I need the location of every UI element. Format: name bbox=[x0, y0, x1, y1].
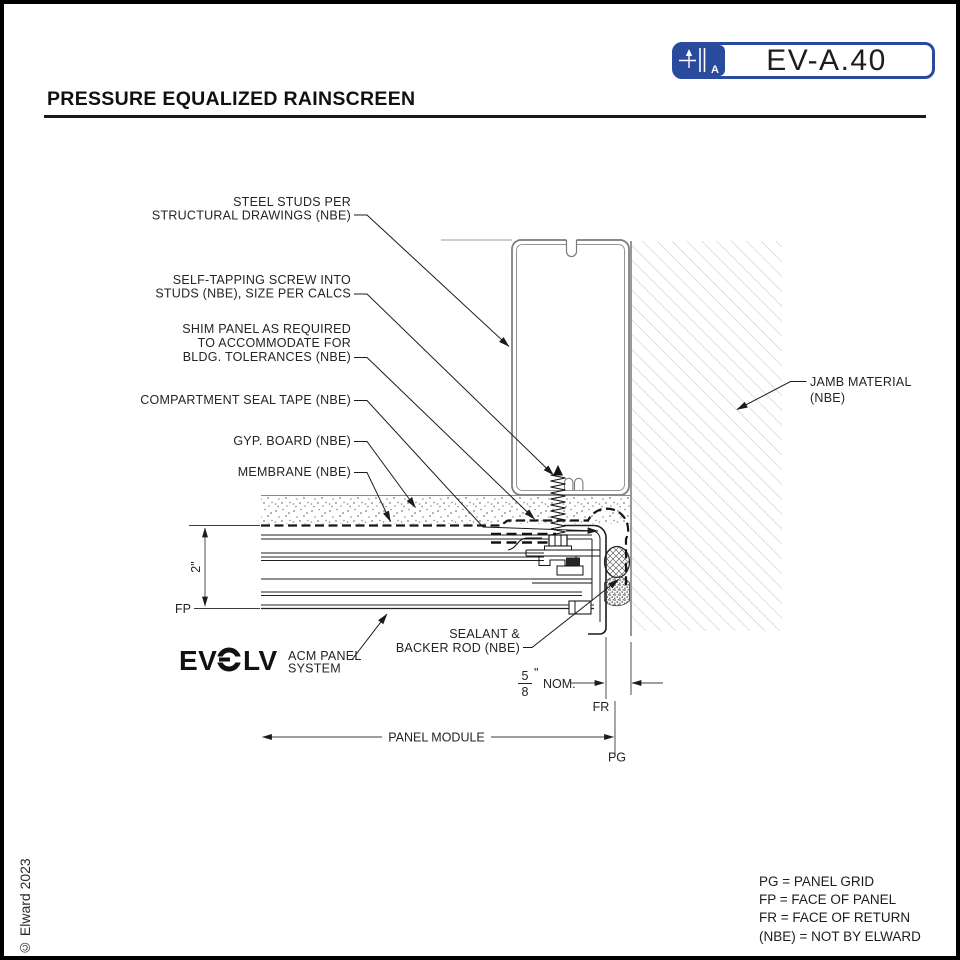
copyright: © Elward 2023 bbox=[17, 858, 33, 956]
svg-text:(NBE): (NBE) bbox=[810, 391, 845, 405]
shim-label: SHIM PANEL AS REQUIRED bbox=[182, 322, 351, 336]
leader-lines bbox=[352, 214, 807, 660]
dimension-labels: 2" FP FR PG PANEL MODULE 5 8 " NOM. bbox=[175, 561, 626, 764]
sealant-leader bbox=[523, 579, 619, 648]
stud-return-lips bbox=[563, 477, 584, 491]
page-title: PRESSURE EQUALIZED RAINSCREEN bbox=[47, 88, 416, 110]
rainscreen-jamb-detail: STEEL STUDS PER STRUCTURAL DRAWINGS (NBE… bbox=[140, 195, 911, 765]
attachment-clip bbox=[491, 532, 601, 584]
sheet-number: EV-A.40 bbox=[766, 43, 887, 77]
steel-studs-leader bbox=[354, 214, 510, 347]
gyp-label: GYP. BOARD (NBE) bbox=[233, 434, 351, 448]
seal-tape-leader bbox=[354, 400, 599, 534]
jamb-leader bbox=[736, 381, 807, 410]
gyp-board-band bbox=[261, 495, 631, 524]
svg-text:BLDG. TOLERANCES (NBE): BLDG. TOLERANCES (NBE) bbox=[183, 350, 351, 364]
svg-text:BACKER ROD (NBE): BACKER ROD (NBE) bbox=[396, 641, 520, 655]
legend-item: FP = FACE OF PANEL bbox=[759, 892, 897, 908]
svg-text:SYSTEM: SYSTEM bbox=[288, 662, 341, 676]
acm-leader bbox=[352, 613, 388, 660]
svg-text:TO ACCOMMODATE FOR: TO ACCOMMODATE FOR bbox=[198, 336, 351, 350]
gap-denominator: 8 bbox=[522, 685, 529, 699]
gap-nom-text: NOM. bbox=[543, 677, 576, 691]
jamb-label: JAMB MATERIAL bbox=[810, 375, 912, 389]
screw-label: SELF-TAPPING SCREW INTO bbox=[173, 273, 351, 287]
title-underline bbox=[44, 115, 926, 118]
logo-ev: EV bbox=[179, 645, 217, 676]
acm-label: ACM PANEL bbox=[288, 649, 362, 663]
legend-item: PG = PANEL GRID bbox=[759, 874, 875, 889]
legend-item: (NBE) = NOT BY ELWARD bbox=[759, 928, 921, 944]
legend: PG = PANEL GRID FP = FACE OF PANEL FR = … bbox=[759, 873, 921, 946]
shim-leader bbox=[354, 357, 535, 520]
membrane-dashed-line bbox=[261, 507, 630, 586]
svg-text:STUDS (NBE), SIZE PER CALCS: STUDS (NBE), SIZE PER CALCS bbox=[155, 287, 351, 301]
icon-letter: A bbox=[711, 64, 719, 76]
gap-unit: " bbox=[534, 666, 538, 680]
stud-top-notch bbox=[565, 240, 578, 258]
self-tapping-screw bbox=[544, 465, 572, 551]
callout-labels: STEEL STUDS PER STRUCTURAL DRAWINGS (NBE… bbox=[140, 195, 911, 676]
steel-studs-label: STEEL STUDS PER bbox=[233, 195, 351, 209]
membrane-leader bbox=[354, 472, 391, 522]
sheet-number-badge: A EV-A.40 bbox=[672, 42, 935, 79]
logo-lv: LV bbox=[243, 645, 278, 676]
screw-leader bbox=[354, 293, 554, 476]
jamb-material-hatch bbox=[630, 241, 782, 636]
fp-mark: FP bbox=[175, 602, 191, 616]
svg-text:STRUCTURAL DRAWINGS (NBE): STRUCTURAL DRAWINGS (NBE) bbox=[152, 209, 351, 223]
gap-numerator: 5 bbox=[522, 669, 529, 683]
gyp-leader bbox=[354, 441, 416, 508]
seal-tape-label: COMPARTMENT SEAL TAPE (NBE) bbox=[140, 393, 351, 407]
sealant-label: SEALANT & bbox=[449, 627, 520, 641]
evolv-logo: EV LV bbox=[179, 645, 278, 676]
membrane-label: MEMBRANE (NBE) bbox=[238, 465, 351, 479]
steel-stud bbox=[441, 234, 630, 496]
detail-icon-glyph: A bbox=[679, 48, 719, 76]
acm-panel-layers bbox=[261, 534, 594, 610]
elward-detail-icon: A bbox=[675, 45, 725, 76]
legend-item: FR = FACE OF RETURN bbox=[759, 910, 911, 926]
dimensions bbox=[189, 525, 663, 755]
panel-depth-text: 2" bbox=[189, 561, 203, 572]
fr-mark: FR bbox=[593, 700, 610, 714]
panel-module-text: PANEL MODULE bbox=[388, 731, 485, 745]
pg-mark: PG bbox=[608, 751, 626, 765]
